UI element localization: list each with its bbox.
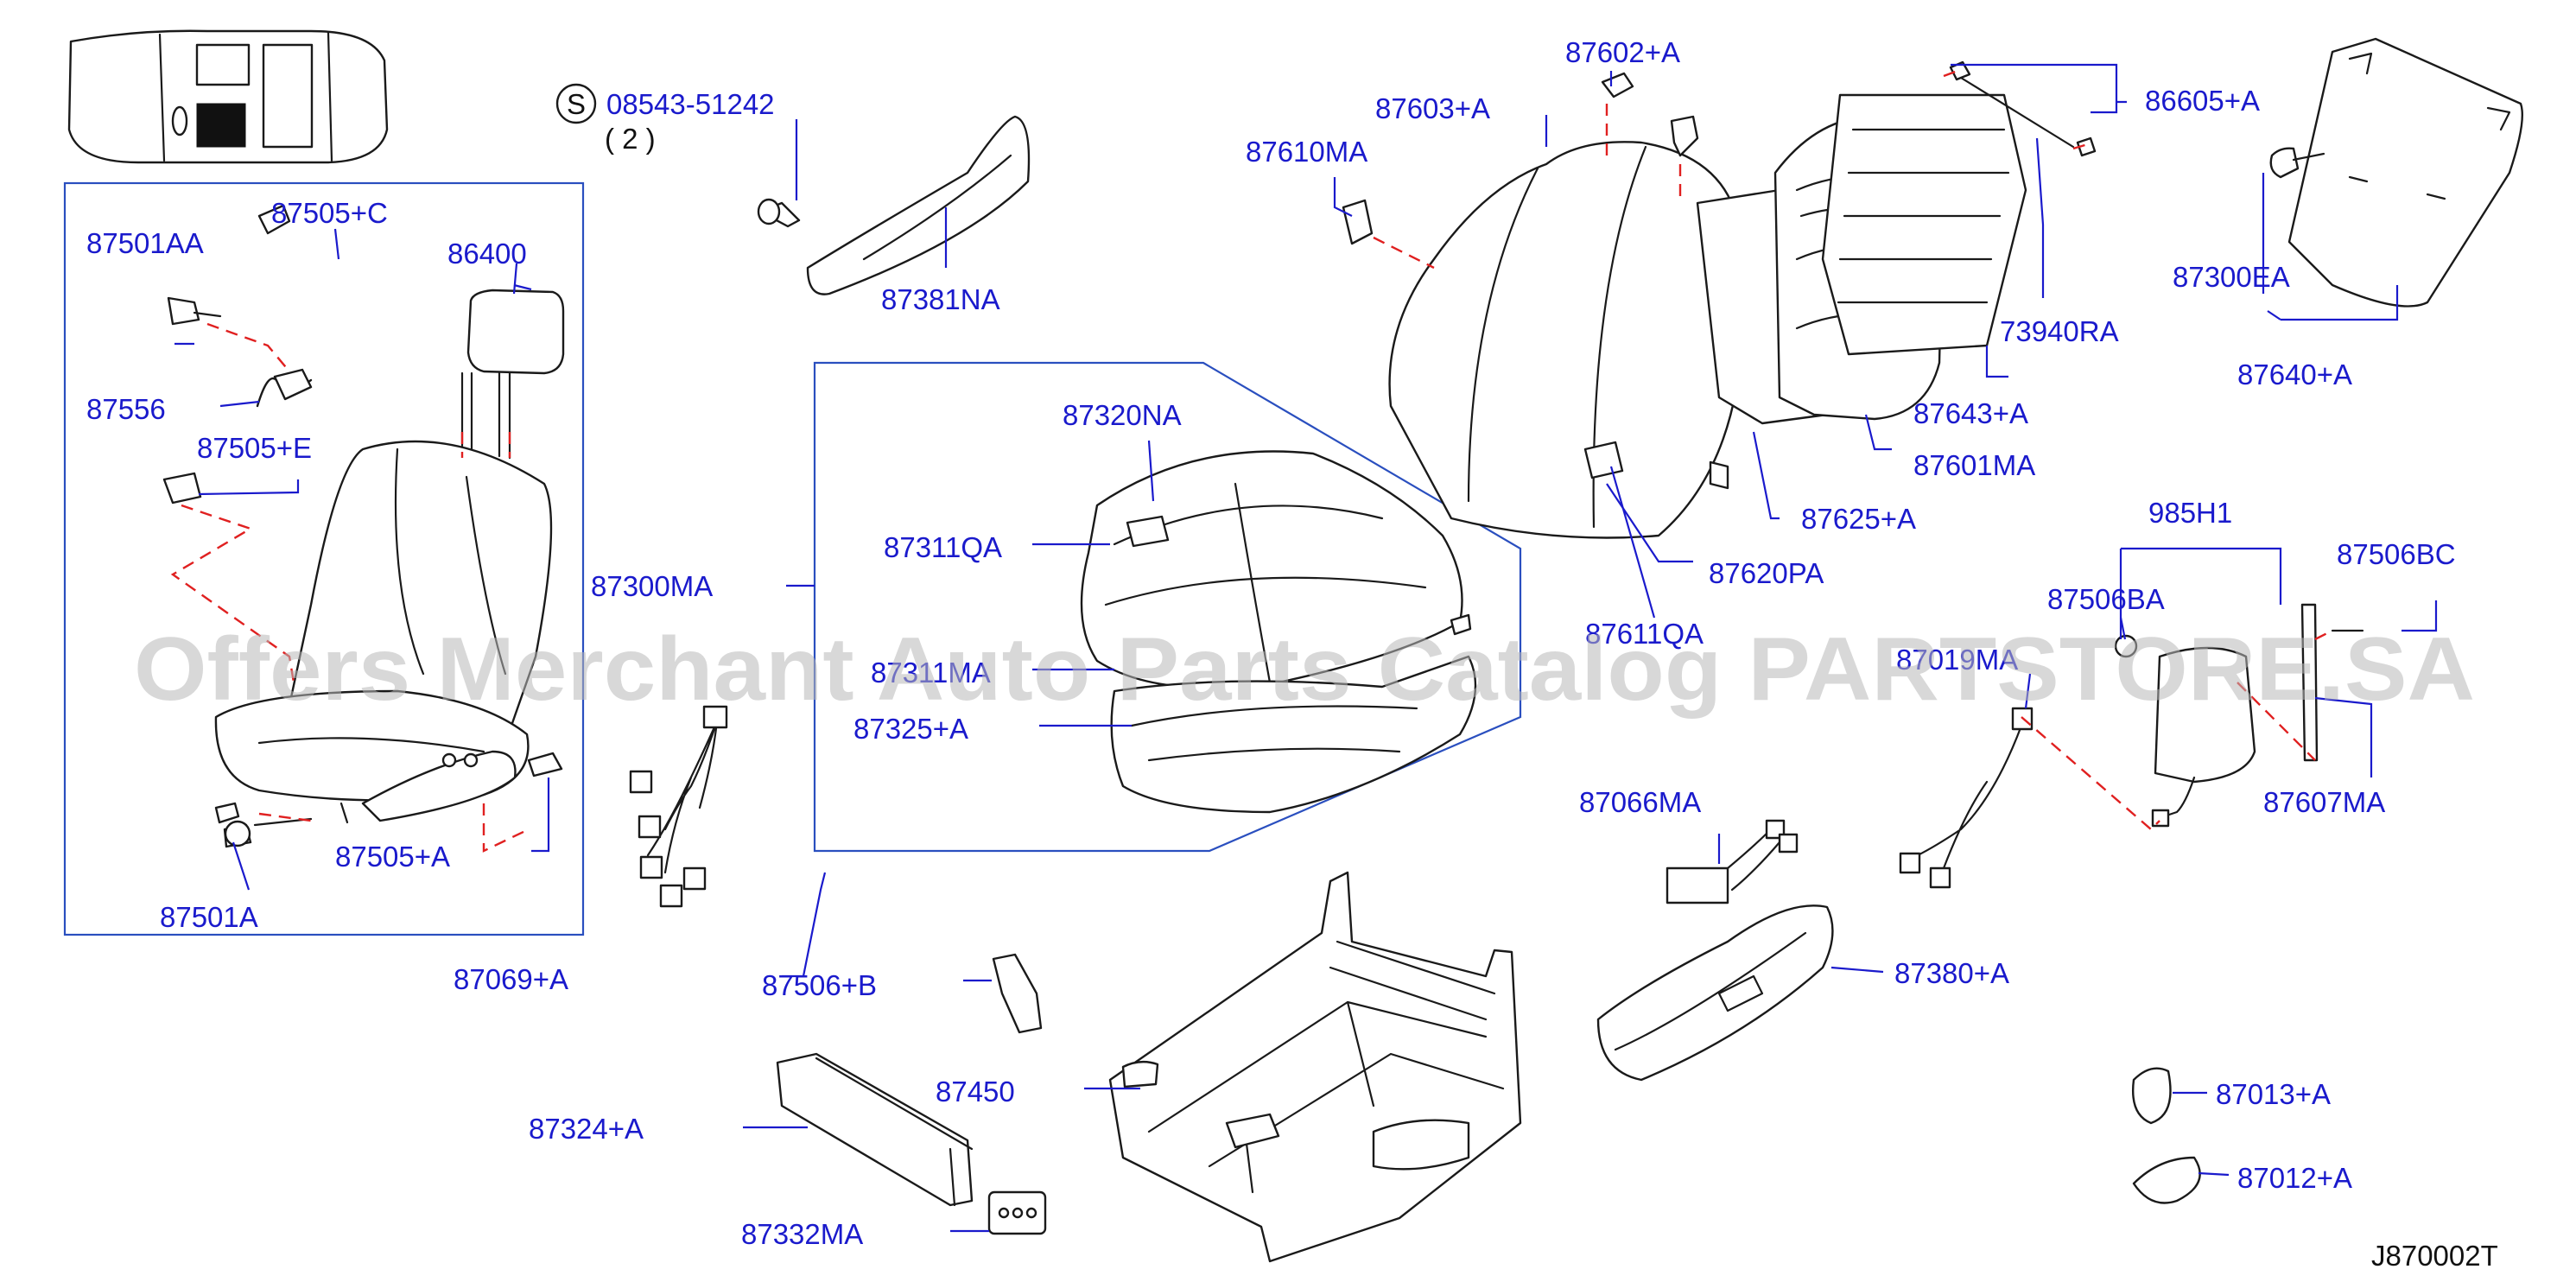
label-87620PA: 87620PA (1709, 557, 1824, 589)
label-87019MA: 87019MA (1896, 644, 2018, 676)
watermark-text: Offers Merchant Auto Parts Catalog PARTS… (134, 619, 2475, 720)
label-87506BC: 87506BC (2337, 538, 2456, 570)
seat-assembly-frame (63, 181, 585, 936)
seat-back-illustration (1342, 60, 2097, 539)
label-87640A: 87640+A (2237, 359, 2352, 390)
label-87643A: 87643+A (1913, 397, 2028, 429)
label-87066MA: 87066MA (1579, 786, 1701, 818)
back-board-illustration (2269, 37, 2523, 308)
seat-frame-illustration (776, 871, 2201, 1263)
label-87625A: 87625+A (1801, 503, 1916, 535)
label-87380A: 87380+A (1894, 957, 2009, 989)
diagram-code: J870002T (2371, 1240, 2498, 1272)
part-labels: 87501AA 87505+C 86400 87556 87505+E 8750… (86, 36, 2456, 1250)
label-87506B: 87506+B (762, 969, 877, 1001)
label-87505A: 87505+A (335, 841, 450, 873)
complete-seat-illustration (162, 204, 565, 848)
label-87381NA: 87381NA (881, 283, 1000, 315)
label-87505E: 87505+E (197, 432, 312, 464)
label-87450: 87450 (936, 1076, 1015, 1107)
label-73940RA: 73940RA (2000, 315, 2119, 347)
side-module-illustration (2114, 603, 2364, 828)
wiring-harness-illustrations (629, 705, 2034, 908)
label-87556: 87556 (86, 393, 166, 425)
screw-quantity: ( 2 ) (605, 123, 656, 155)
label-985H1: 985H1 (2148, 497, 2232, 529)
label-87602A: 87602+A (1565, 36, 1680, 68)
cushion-assembly-frame (813, 361, 1522, 853)
label-87332MA: 87332MA (741, 1218, 863, 1250)
label-87601MA: 87601MA (1913, 449, 2035, 481)
label-87501AA: 87501AA (86, 227, 204, 259)
label-87505C: 87505+C (271, 197, 388, 229)
label-87324A: 87324+A (529, 1113, 644, 1145)
label-87501A: 87501A (160, 901, 258, 933)
label-87013A: 87013+A (2216, 1078, 2331, 1110)
label-87610MA: 87610MA (1246, 136, 1367, 168)
label-87300MA: 87300MA (591, 570, 713, 602)
label-87611QA: 87611QA (1585, 618, 1704, 650)
label-87012A: 87012+A (2237, 1162, 2352, 1194)
label-87506BA: 87506BA (2047, 583, 2165, 615)
screw-callout: S 08543-51242 ( 2 ) (567, 88, 775, 155)
label-87300EA: 87300EA (2173, 261, 2290, 293)
label-87325A: 87325+A (853, 713, 968, 745)
leader-lines (174, 63, 2438, 1233)
screw-symbol: S (567, 88, 586, 120)
label-87311MA: 87311MA (871, 657, 991, 689)
label-87320NA: 87320NA (1063, 399, 1182, 431)
vehicle-locator-icon (67, 29, 389, 164)
side-module-dashed-guides (2021, 629, 2333, 831)
screw-and-track-cover (555, 83, 1031, 295)
assembly-dashed-guides (170, 322, 530, 853)
label-87311QA: 87311QA (884, 531, 1002, 563)
seat-back-dashed-guides (1373, 69, 2344, 270)
label-86400: 86400 (447, 238, 527, 270)
label-87607MA: 87607MA (2263, 786, 2385, 818)
label-87069A: 87069+A (454, 963, 568, 995)
label-87603A: 87603+A (1375, 92, 1490, 124)
seat-cushion-illustration (1080, 450, 1477, 814)
label-86605A: 86605+A (2145, 85, 2260, 117)
screw-part-number: 08543-51242 (606, 88, 775, 120)
